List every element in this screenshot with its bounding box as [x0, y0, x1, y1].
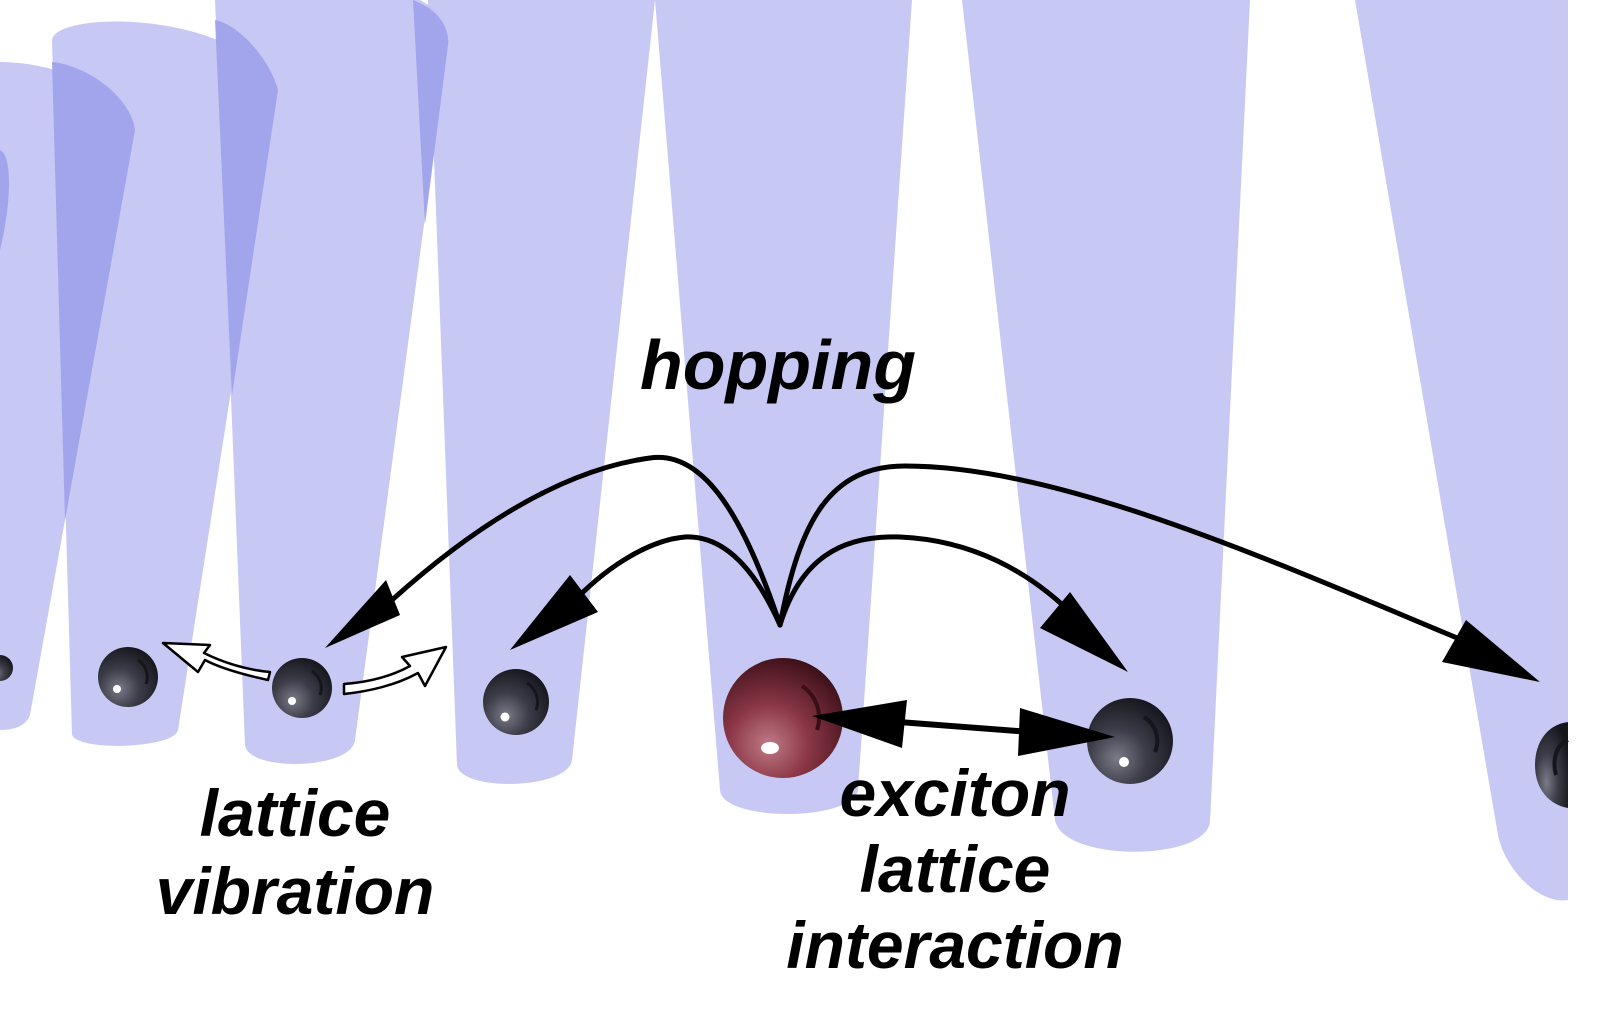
lattice-column: [215, 0, 449, 764]
arrow-head: [325, 580, 400, 648]
exciton-label-line1: exciton: [839, 756, 1071, 830]
exciton-lattice-interaction-label: exciton lattice interaction: [770, 760, 1140, 978]
hop-arrow-far-right: [777, 463, 1465, 643]
hopping-label: hopping: [640, 326, 917, 404]
lattice-vibration-label: lattice vibration: [140, 780, 450, 924]
exciton-label-line3: interaction: [786, 908, 1124, 982]
lattice-column: [428, 0, 655, 784]
vibration-arrow-right: [342, 645, 448, 696]
column-overlap: [52, 62, 135, 520]
exciton-ball: [723, 658, 843, 778]
arrow-heads: [325, 575, 1540, 682]
hopping-arrows: [389, 454, 1465, 643]
column-overlaps: [0, 0, 449, 520]
vibration-arrows: [161, 641, 448, 696]
site-ball: [272, 658, 332, 718]
site-ball: [0, 655, 13, 681]
arrow-head: [510, 575, 598, 650]
lattice-sites: [0, 647, 1569, 808]
lattice-column: [962, 0, 1250, 852]
arrow-head: [812, 700, 907, 748]
vibration-arrow-left: [161, 641, 272, 682]
lattice-vibration-label-line2: vibration: [155, 854, 435, 928]
lattice-column: [655, 0, 912, 814]
column-overlap: [0, 150, 9, 250]
site-ball: [98, 647, 158, 707]
hop-arrow-far-left: [389, 454, 783, 628]
arrow-head: [1018, 708, 1115, 756]
site-ball: [483, 669, 549, 735]
arrow-head: [1442, 620, 1540, 682]
exciton-label-line2: lattice: [859, 832, 1051, 906]
arrow-head: [1040, 592, 1128, 672]
lattice-columns: [0, 0, 1568, 901]
site-ball: [1535, 722, 1569, 808]
lattice-vibration-label-line1: lattice: [199, 776, 391, 850]
column-overlap: [413, 0, 449, 225]
interaction-arrow: [812, 700, 1115, 756]
site-ball: [1087, 698, 1173, 784]
hop-arrow-near-right: [777, 534, 1081, 628]
hop-arrow-near-left: [575, 534, 783, 628]
column-overlap: [215, 20, 278, 395]
